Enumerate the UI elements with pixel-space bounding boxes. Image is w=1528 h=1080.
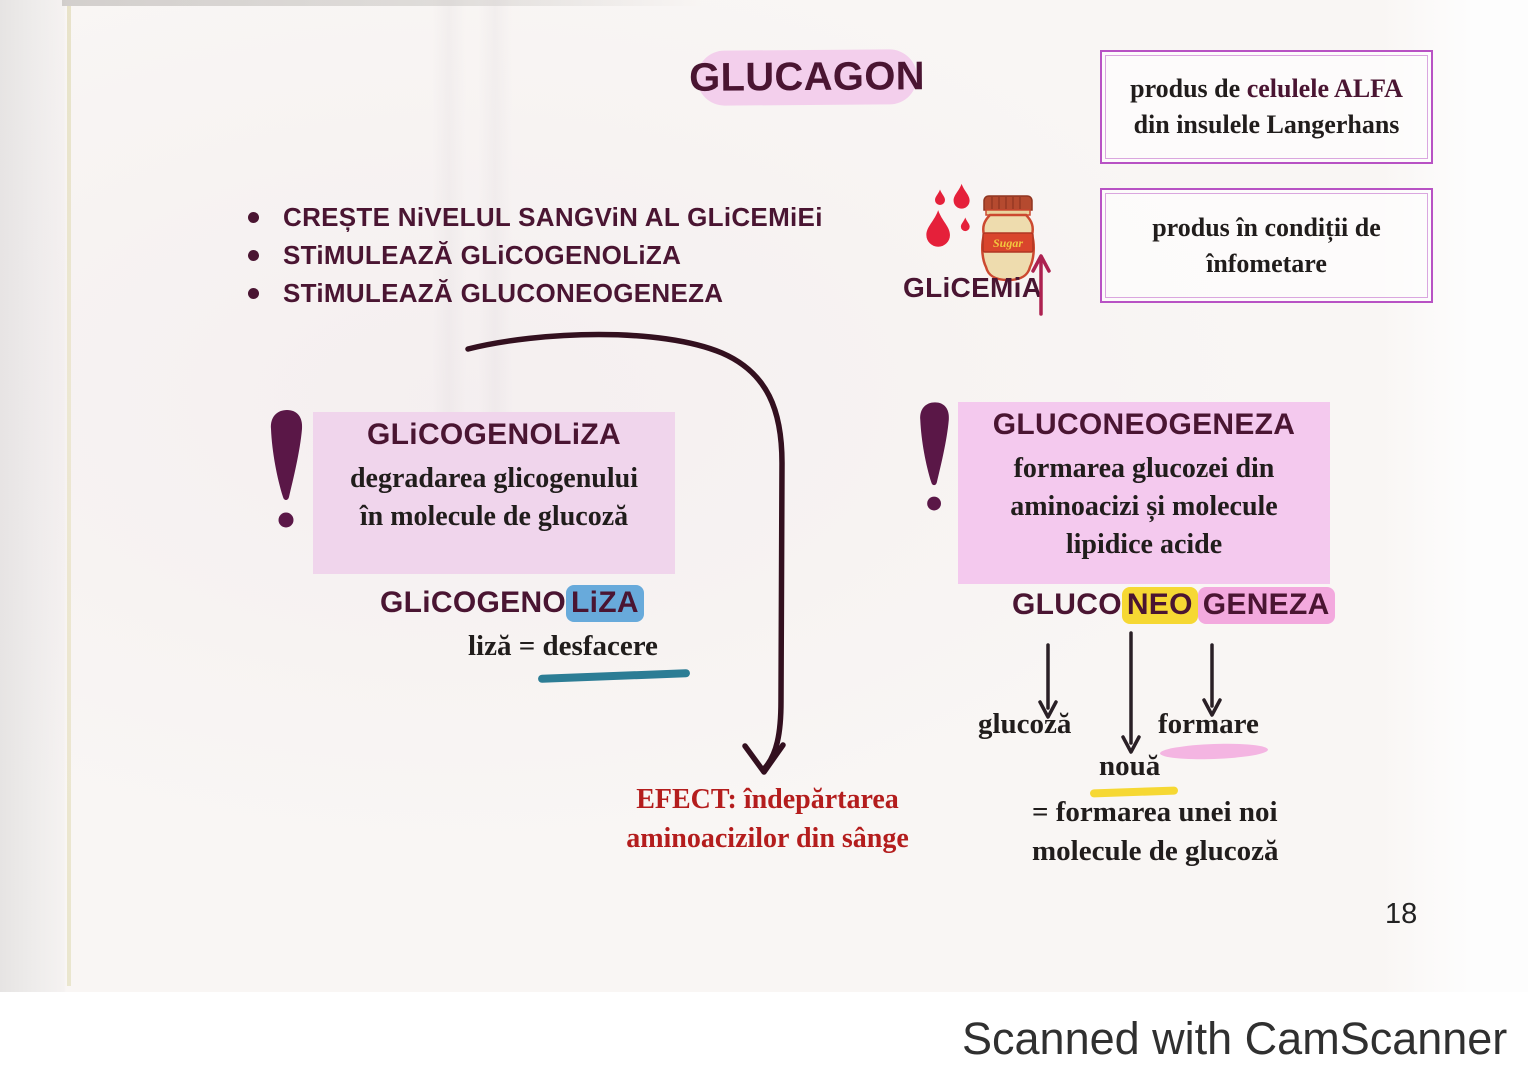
gluconeogenesis-definition-box: GLUCONEOGENEZA formarea glucozei din ami… <box>958 402 1330 584</box>
effects-bullet-list: CREȘTE NiVELUL SANGViN AL GLiCEMiEi STiM… <box>248 198 823 312</box>
paper-edge <box>67 6 71 986</box>
blood-drops-icon <box>926 183 970 247</box>
gluco-meaning: glucoză <box>978 708 1072 740</box>
page-number: 18 <box>1385 898 1418 930</box>
paper-shadow <box>62 0 702 6</box>
effect-note: EFECT: îndepărtarea aminoacizilor din sâ… <box>595 780 940 858</box>
camscanner-watermark: Scanned with CamScanner <box>962 1013 1508 1064</box>
word-part-gluco: GLUCO <box>1012 588 1122 621</box>
list-item: CREȘTE NiVELUL SANGViN AL GLiCEMiEi <box>248 198 823 236</box>
page-title: GLUCAGON <box>688 54 926 100</box>
alpha-cells-box: produs de celulele ALFA din insulele Lan… <box>1100 50 1433 164</box>
alpha-box-line1-prefix: produs de <box>1130 74 1247 103</box>
alpha-box-line1: produs de celulele ALFA <box>1130 71 1403 107</box>
word-part-geneza: GENEZA <box>1197 587 1335 624</box>
neo-meaning: nouă <box>1099 750 1161 782</box>
bullet-text: STiMULEAZĂ GLUCONEOGENEZA <box>283 277 724 308</box>
sugar-jar-icon: Sugar <box>981 195 1035 282</box>
bullet-text: CREȘTE NiVELUL SANGViN AL GLiCEMiEi <box>283 201 823 232</box>
word-part-neo: NEO <box>1121 587 1198 624</box>
arrow-down-icon <box>1038 631 1222 754</box>
definition-term: desfacere <box>542 630 658 662</box>
gluconeogenesis-box-line1: formarea glucozei din <box>1013 453 1275 484</box>
hunger-box-line1: produs în condiții de <box>1152 212 1381 242</box>
glycogenolysis-box-line2: în molecule de glucoză <box>359 501 629 532</box>
paper-crease <box>478 0 512 420</box>
definition-prefix: liză = <box>468 630 543 662</box>
summary-line1: = formarea unei noi <box>1032 796 1278 828</box>
word-highlight-liza: LiZA <box>566 585 644 622</box>
hunger-conditions-box: produs în condiții de înfometare <box>1100 188 1433 303</box>
arrow-up-icon <box>1031 254 1051 316</box>
gluconeogenesis-summary: = formarea unei noi molecule de glucoză <box>1032 793 1322 871</box>
bullet-dot <box>248 287 259 299</box>
glycogenolysis-box-line1: degradarea glicogenului <box>349 463 639 494</box>
summary-line2: molecule de glucoză <box>1032 835 1279 867</box>
exclamation-icon <box>920 402 949 511</box>
bullet-dot <box>248 211 259 223</box>
gluconeogenesis-box-line3: lipidice acide <box>1065 529 1223 560</box>
hunger-box-line2: înfometare <box>1206 248 1327 278</box>
gluconeogenesis-box-line2: aminoacizi și molecule <box>1010 491 1278 522</box>
glicemia-label: GLiCEMiA <box>903 272 1043 303</box>
bullet-text: STiMULEAZĂ GLiCOGENOLiZA <box>283 239 682 270</box>
curved-arrow-down-icon <box>465 331 786 775</box>
effect-line2: aminoacizilor din sânge <box>626 823 909 854</box>
alpha-box-line1-accent: celulele ALFA <box>1246 74 1403 103</box>
jar-label-text: Sugar <box>993 236 1023 250</box>
page-title-highlight: GLUCAGON <box>689 49 925 106</box>
liza-definition: liză = desfacere <box>468 630 658 663</box>
geneza-meaning: formare <box>1158 708 1259 740</box>
bullet-dot <box>248 249 259 261</box>
effect-line1: EFECT: îndepărtarea <box>636 784 899 815</box>
list-item: STiMULEAZĂ GLUCONEOGENEZA <box>248 274 823 312</box>
exclamation-icon <box>270 410 303 528</box>
glycogenolysis-box-title: GLiCOGENOLiZA <box>367 418 621 451</box>
alpha-box-line2: din insulele Langerhans <box>1133 110 1400 139</box>
gluconeogenesis-box-title: GLUCONEOGENEZA <box>992 408 1296 441</box>
list-item: STiMULEAZĂ GLiCOGENOLiZA <box>248 236 823 274</box>
glycogenolysis-definition-box: GLiCOGENOLiZA degradarea glicogenului în… <box>313 412 675 574</box>
word-prefix: GLiCOGENO <box>380 586 567 619</box>
